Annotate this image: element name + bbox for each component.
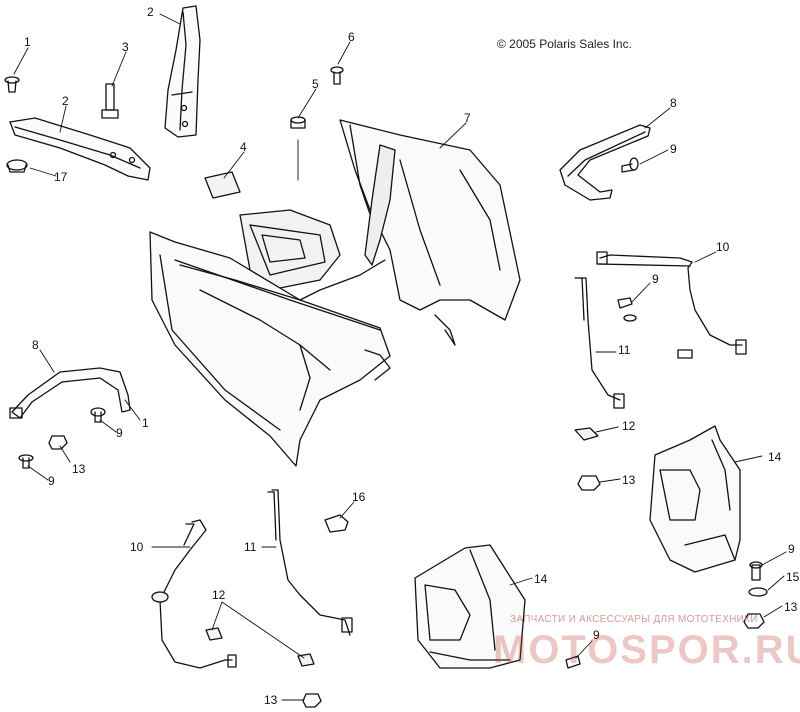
clip-12-bottom-a <box>205 627 223 641</box>
screw-16 <box>324 514 349 533</box>
bolt-3 <box>101 83 119 119</box>
nut-13-left <box>48 435 68 450</box>
callout-2: 2 <box>147 5 154 19</box>
screw-9-bottom <box>565 655 581 669</box>
callout-9: 9 <box>670 142 677 156</box>
callout-9: 9 <box>48 474 55 488</box>
screw-9-left <box>90 407 106 423</box>
callout-16: 16 <box>352 490 366 504</box>
screw-9 <box>621 157 639 173</box>
grab-bar-8-right <box>559 124 651 201</box>
screw-9-bottomleft <box>18 454 34 469</box>
callout-2: 2 <box>62 94 69 108</box>
callout-6: 6 <box>348 30 355 44</box>
callout-1: 1 <box>142 416 149 430</box>
clip-small <box>677 349 693 359</box>
decal-4 <box>204 171 241 199</box>
callout-13: 13 <box>264 693 278 707</box>
nut-13-br <box>743 613 765 629</box>
grommet-5 <box>290 116 306 129</box>
rod-11-right <box>574 277 625 409</box>
callout-9: 9 <box>652 272 659 286</box>
callout-3: 3 <box>122 40 129 54</box>
screw-9-mid <box>617 297 637 322</box>
rod-10-right <box>596 251 747 355</box>
rear-fender <box>149 119 521 467</box>
callout-8: 8 <box>670 96 677 110</box>
callout-14: 14 <box>534 572 548 586</box>
callout-4: 4 <box>240 140 247 154</box>
screw-6 <box>330 66 344 85</box>
callout-13: 13 <box>622 473 636 487</box>
mudflap-14-right <box>649 425 741 573</box>
callout-9: 9 <box>788 542 795 556</box>
rod-10-bottom <box>151 519 237 669</box>
callout-13: 13 <box>72 462 86 476</box>
plug-17 <box>6 159 28 173</box>
callout-15: 15 <box>786 570 800 584</box>
callout-7: 7 <box>464 111 471 125</box>
screw-9-br <box>749 561 763 581</box>
leader-lines <box>13 13 787 701</box>
fastener-1 <box>4 76 20 93</box>
callout-5: 5 <box>312 77 319 91</box>
callout-17: 17 <box>54 170 68 184</box>
watermark-logo: MOTOSPOR.RU <box>493 628 800 672</box>
rod-11-bottom <box>267 489 353 636</box>
clip-12 <box>574 427 599 441</box>
watermark-tagline: ЗАПЧАСТИ И АКСЕССУАРЫ ДЛЯ МОТОТЕХНИКИ <box>510 614 758 625</box>
mudflap-14-left <box>414 544 526 669</box>
callout-1: 1 <box>24 35 31 49</box>
bracket-2-horizontal <box>9 117 151 181</box>
grab-bar-8-left <box>9 367 131 419</box>
bracket-2-vertical <box>164 5 201 138</box>
nut-13 <box>577 475 601 491</box>
callout-10: 10 <box>130 540 144 554</box>
washer-15 <box>748 587 768 597</box>
copyright-text: © 2005 Polaris Sales Inc. <box>497 37 632 51</box>
callout-12: 12 <box>212 588 226 602</box>
callout-9: 9 <box>593 628 600 642</box>
callout-12: 12 <box>622 419 636 433</box>
callout-8: 8 <box>32 338 39 352</box>
callout-11: 11 <box>244 540 257 554</box>
callout-11: 11 <box>618 343 631 357</box>
nut-13-bottom <box>302 693 322 708</box>
callout-13: 13 <box>784 600 798 614</box>
callout-10: 10 <box>716 240 730 254</box>
callout-14: 14 <box>768 450 782 464</box>
callout-9: 9 <box>116 426 123 440</box>
